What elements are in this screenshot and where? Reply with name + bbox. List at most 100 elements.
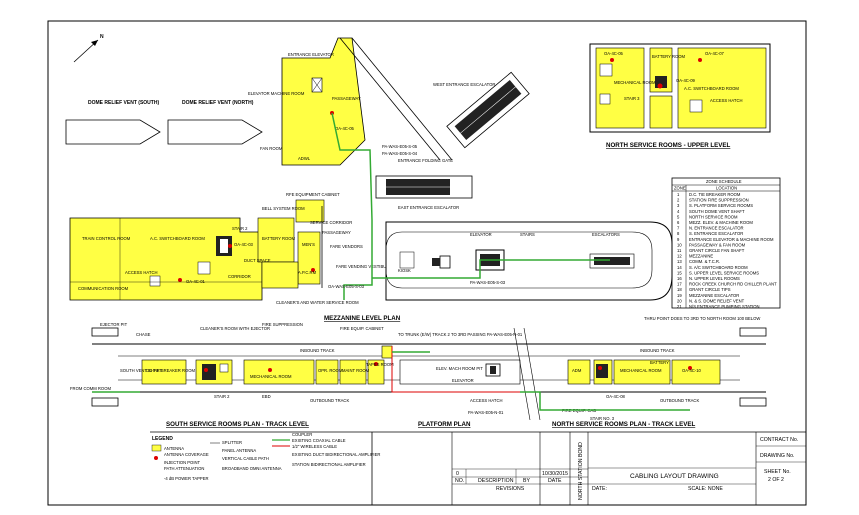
track-note: THRU POINT DOES TO 3RD TO NORTH ROOM 100… [644,316,760,321]
schedule-location-9: ENTRANCE ELEVATOR & MACHINE ROOM [689,237,774,242]
mezz-passageway-label: PASSAGEWAY [322,230,351,235]
legend-item: PATH ATTENUATION [164,466,204,471]
track-plan: EJECTOR PIT CHASE CLEANER'S ROOM WITH EJ… [70,322,767,428]
bell-system-label: BELL SYSTEM ROOM [262,206,305,211]
legend-item: PANEL ANTENNA [222,448,256,453]
schedule-zone-11: 11 [677,248,682,253]
escalators-label: ESCALATORS [592,232,620,237]
adwl-label: ADWL [298,156,311,161]
ac-switchboard-label: A.C. SWITCHBOARD ROOM [150,236,205,241]
north-arrow-label: N [100,34,104,40]
scale-label: SCALE: NONE [688,486,723,492]
folding-gate-label: ENTRANCE FOLDING GATE [398,158,453,163]
revisions-label: REVISIONS [496,486,525,492]
rfe-cabinet-label: RFE EQUIPMENT CABINET [286,192,340,197]
west-escalator-label: WEST ENTRANCE ESCALATOR [433,82,495,87]
legend-item: STATION BIDIRECTIONAL AMPLIFIER [292,462,366,467]
schedule-location-2: STATION FIRE SUPPRESSION [689,198,749,203]
schedule-location-6: MEZZ. ELEV. & MACHINE ROOM [689,220,753,225]
schedule-location-11: GRANT CIRCLE FAN SHAFT [689,248,745,253]
maint-room-label: MAINT ROOM [342,368,370,373]
outbound-track-right: OUTBOUND TRACK [660,398,699,403]
inbound-track-left: INBOUND TRACK [300,348,335,353]
schedule-zone-20: 20 [677,298,682,303]
elevator-machine-room-label: ELEVATOR MACHINE ROOM [248,91,305,96]
east-escalator: EAST ENTRANCE ESCALATOR [375,175,473,210]
schedule-location-10: PASSAGEWAY & FAN ROOM [689,242,746,247]
schedule-zone-5: 5 [677,214,680,219]
schedule-location-3: S. PLATFORM SERVICE ROOMS [689,203,753,208]
track-cable-green-north [520,391,690,411]
platform-plan-title: PLATFORM PLAN [418,421,471,428]
schedule-zone-6: 6 [677,220,680,225]
mezz-oa-03: OA-4C-03 [234,242,254,247]
schedule-zone-21: 21 [677,304,682,309]
vent-south-label: DOME RELIEF VENT (SOUTH) [88,100,159,106]
fan-room-label: FAN ROOM [260,146,283,151]
legend-item: SPLITTER [222,440,242,445]
date-field: DATE: [592,486,607,492]
corridor-label: CORRIDOR [228,274,251,279]
entrance-area: ENTRANCE ELEVATOR ELEVATOR MACHINE ROOM … [248,37,453,166]
schedule-zone-4: 4 [677,209,680,214]
schedule-location-20: N. & S. DOME RELIEF VENT [689,298,745,303]
kiosk-label: KIOSK [398,268,411,273]
schedule-location-21: N/S ENTRANCE PUMPING STATION [689,304,760,309]
schedule-location-19: MEZZANINE ESCALATOR [689,293,739,298]
track-stair2-label: STAIR 2 [214,394,230,399]
entrance-antenna-id: OA-4C-05 [335,126,355,131]
contract-no-label: CONTRACT No. [760,437,798,443]
legend-title: LEGEND [152,436,173,442]
cleaners-room-label: CLEANER'S ROOM WITH EJECTOR [200,326,270,331]
ebd-label: EBD [262,394,271,399]
elevator-label: ELEVATOR [470,232,492,237]
schedule-location-1: D.C. TIE BREAKER ROOM [689,192,741,197]
upper-hatch-label: ACCESS HATCH [710,98,743,103]
schedule-location-13: COMM. & T.C.R. [689,259,720,264]
upper-id-left: OA-4C-05 [604,51,624,56]
fire-equip-label: FIRE EQUIP. CABINET [340,326,384,331]
upper-level-title: NORTH SERVICE ROOMS - UPPER LEVEL [606,142,731,149]
outbound-track-left: OUTBOUND TRACK [310,398,349,403]
track-cable-n01: PA-WAS-E05-N-01 [468,410,504,415]
legend-item: -4 dB POWER TAPPER [164,476,209,481]
schedule-zone-10: 10 [677,242,682,247]
schedule-title: ZONE SCHEDULE [706,179,742,184]
rev-date: 10/30/2015 [542,471,568,477]
mezz-cable-s03b: PA-WAS-E05-S-03 [470,280,506,285]
south-vent-label: SOUTH VENT SHAFT [120,368,162,373]
schedule-zone-18: 18 [677,287,682,292]
trunk-label: TO TRUNK (E/W) TRACK 2 TO 3RD PASSING PA… [398,332,523,337]
schedule-col-location: LOCATION [716,186,737,191]
upper-mech-label: MECHANICAL ROOM [614,80,656,85]
cleaners-label: CLEANER'S AND WATER SERVICE ROOM [276,300,359,305]
schedule-location-7: N. ENTRANCE ESCALATOR [689,226,744,231]
legend-item: ANTENNA COVERAGE [164,452,209,457]
rev-by-label: BY [523,478,530,484]
adm-label: ADM [572,368,582,373]
entrance-cable-id-1: PA-WAS-E05-S-05 [382,144,418,149]
track-cable-red [391,346,520,393]
oa-08-label: OA-4C-08 [606,394,626,399]
stairs-label: STAIRS [520,232,535,237]
schedule-zone-3: 3 [677,203,680,208]
schedule-zone-12: 12 [677,254,682,259]
schedule-zone-19: 19 [677,293,682,298]
schedule-location-5: NORTH SERVICE ROOM [689,214,738,219]
chase-label: CHASE [136,332,151,337]
south-plan-title: SOUTH SERVICE ROOMS PLAN - TRACK LEVEL [166,421,309,428]
schedule-location-4: SOUTH DOME VENT SHAFT [689,209,745,214]
schedule-zone-14: 14 [677,265,682,270]
tapes-room-label: TAPES ROOM [366,362,394,367]
upper-level-plan: OA-4C-05 OA-4C-07 OA-4C-09 BATTERY ROOM … [589,43,771,149]
upper-battery-label: BATTERY ROOM [652,54,686,59]
schedule-zone-13: 13 [677,259,682,264]
mezzanine-title: MEZZANINE LEVEL PLAN [324,315,401,322]
fare-vendors-label: FARE VENDORS [330,244,363,249]
mezz-oa-01: OA-4C-01 [186,279,206,284]
comm-room-label: COMMUNICATION ROOM [78,286,129,291]
schedule-location-8: S. ENTRANCE ESCALATOR [689,231,743,236]
legend-item: BROADBAND OMNI ANTENNA [222,466,282,471]
